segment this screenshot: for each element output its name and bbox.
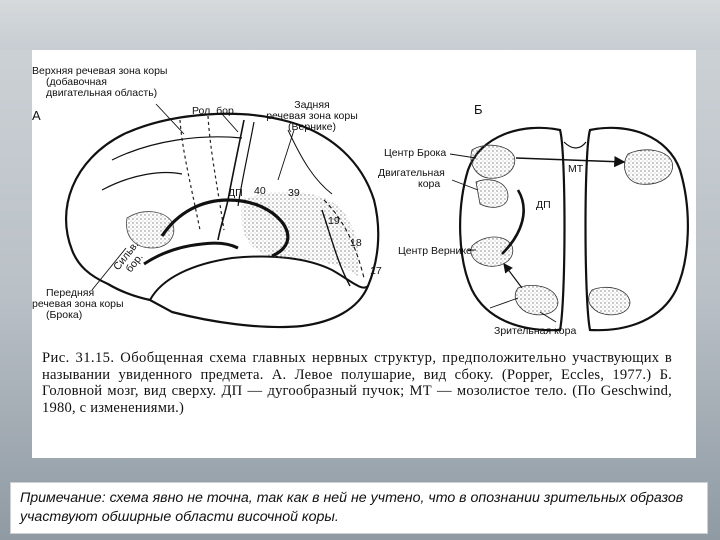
slide-background [0, 0, 720, 50]
label-area-40: 40 [254, 185, 266, 197]
motor-strip-dashed [179, 119, 201, 231]
visual-cortex-right [588, 286, 631, 316]
label-upper-speech-zone: Верхняя речевая зона коры (добавочная дв… [32, 65, 168, 99]
note-text: Примечание: схема явно не точна, так как… [20, 490, 684, 525]
wernicke-area-left [470, 236, 514, 267]
label-anterior-speech-zone: Передняя речевая зона коры (Брока) [32, 287, 124, 321]
dp-path [501, 189, 525, 255]
caption-rest: участвующих в назывании увиденного предм… [42, 350, 672, 416]
note-box: Примечание: схема явно не точна, так как… [10, 482, 708, 534]
broca-area-left [470, 144, 516, 179]
label-posterior-speech-zone: Задняя речевая зона коры (Вернике) [266, 99, 358, 133]
label-broca-center: Центр Брока [384, 147, 447, 159]
panel-b-letter: Б [474, 102, 483, 117]
label-area-18: 18 [350, 237, 362, 249]
brain-top-view [449, 126, 689, 332]
figure-caption: Рис. 31.15. Обобщенная схема главных нер… [42, 350, 672, 416]
arcuate-fasciculus [160, 198, 290, 258]
figure-panel: А Верхняя речевая зона коры (добавочная … [32, 50, 696, 458]
brain-diagram [64, 103, 689, 332]
label-rolandic: Рол. бор. [192, 105, 237, 117]
caption-lead: Рис. 31.15. Обобщенная схема главных нер… [42, 350, 567, 366]
label-mt: МТ [568, 163, 584, 175]
left-hemisphere-lateral [64, 103, 380, 329]
sylvian-fissure [143, 241, 239, 266]
motor-area-right [624, 149, 673, 185]
panel-a-letter: А [32, 108, 41, 123]
visual-cortex-left [514, 285, 559, 316]
label-area-39: 39 [288, 187, 300, 199]
label-dp-b: ДП [536, 199, 551, 211]
label-dp: ДП [228, 187, 243, 199]
label-area-17: 17 [370, 265, 382, 277]
occipital-path [321, 209, 351, 287]
mt-arrow [515, 156, 626, 168]
label-motor-cortex: Двигательная кора [378, 167, 445, 190]
broca-stippled-area [126, 211, 175, 249]
label-visual-cortex: Зрительная кора [494, 325, 577, 337]
label-wernicke-center: Центр Вернике [398, 245, 472, 257]
label-area-19: 19 [328, 215, 340, 227]
